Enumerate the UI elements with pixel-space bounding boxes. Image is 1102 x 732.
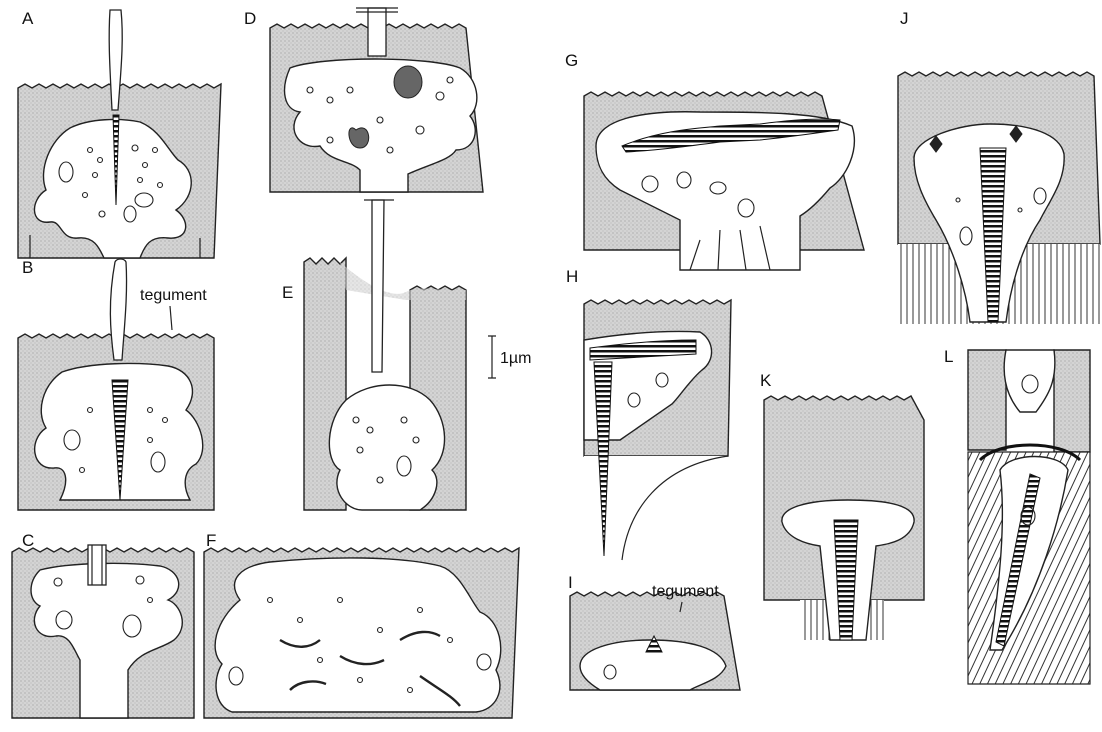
panel-a: A bbox=[18, 9, 221, 258]
panel-f: F bbox=[204, 531, 519, 718]
panel-c: C bbox=[12, 531, 194, 718]
panel-d: D bbox=[244, 8, 483, 192]
panel-l: L bbox=[944, 347, 1090, 684]
panel-k: K bbox=[760, 371, 924, 640]
panel-label-l: L bbox=[944, 347, 953, 366]
scale-bar-label: 1µm bbox=[500, 350, 531, 367]
panel-label-k: K bbox=[760, 371, 772, 390]
panel-j: J bbox=[898, 9, 1100, 324]
panel-label-d: D bbox=[244, 9, 256, 28]
panel-label-b: B bbox=[22, 258, 33, 277]
panel-g: G bbox=[565, 51, 864, 270]
panel-label-i: I bbox=[568, 573, 573, 592]
panel-label-f: F bbox=[206, 531, 216, 550]
tegument-label-i: tegument bbox=[652, 583, 719, 600]
panel-e: E 1µm bbox=[282, 200, 531, 510]
panel-i: I tegument bbox=[568, 573, 740, 690]
panel-h: H bbox=[566, 267, 731, 560]
panel-label-c: C bbox=[22, 531, 34, 550]
tegument-label-b: tegument bbox=[140, 287, 207, 304]
panel-b: B tegument bbox=[18, 258, 214, 510]
panel-label-g: G bbox=[565, 51, 578, 70]
panel-label-h: H bbox=[566, 267, 578, 286]
panel-label-e: E bbox=[282, 283, 293, 302]
panel-label-a: A bbox=[22, 9, 34, 28]
panel-label-j: J bbox=[900, 9, 909, 28]
